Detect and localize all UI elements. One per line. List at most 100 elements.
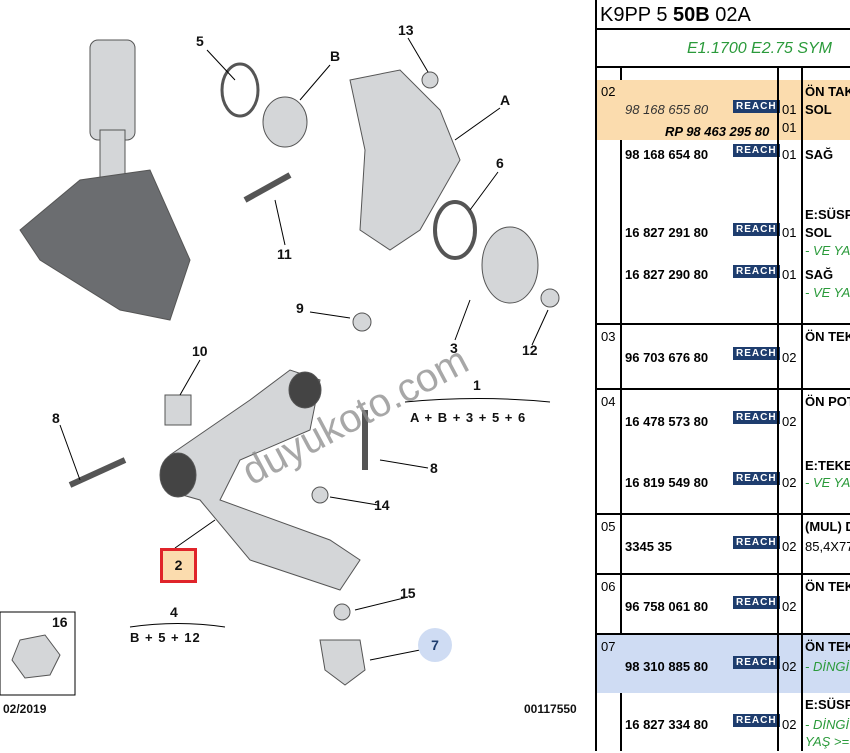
diagram-code: 00117550 — [524, 702, 577, 716]
qty: 02 — [782, 659, 797, 674]
description: SAĞ — [805, 147, 834, 162]
bushing-front — [159, 452, 197, 498]
title-suffix: 02A — [709, 4, 751, 26]
part-number[interactable]: RP 98 463 295 80 — [665, 124, 770, 139]
column-divider — [801, 68, 803, 751]
part-number[interactable]: 16 819 549 80 — [625, 475, 709, 490]
steering-knuckle — [349, 69, 461, 251]
callout-6: 6 — [496, 155, 504, 171]
title-group: 50B — [673, 4, 710, 26]
part-number[interactable]: 98 168 654 80 — [625, 147, 709, 162]
bolt-11 — [243, 172, 292, 203]
description: SOL — [805, 225, 832, 240]
reach-badge: REACH — [733, 536, 780, 549]
qty: 01 — [782, 120, 797, 135]
nut-15 — [333, 603, 351, 621]
qty: 01 — [782, 102, 797, 117]
table-row[interactable]: 05 3345 35 REACH 02 (MUL) D 85,4X77 — [597, 515, 850, 575]
nut-16 — [11, 634, 61, 679]
part-number[interactable]: 96 758 061 80 — [625, 599, 709, 614]
ref: 04 — [601, 394, 616, 409]
callout-1: 1 — [473, 377, 481, 393]
ref: 02 — [601, 84, 616, 99]
part-number[interactable]: 3345 35 — [625, 539, 672, 554]
bracket-10 — [164, 394, 192, 426]
callout-a: A — [500, 92, 511, 108]
seal-ring — [433, 200, 477, 260]
table-row-selected[interactable]: 07 98 310 885 80 REACH 02 ÖN TEK - DİNGİ — [597, 635, 850, 693]
ball-joint — [319, 639, 366, 686]
table-row[interactable]: 04 16 478 573 80 REACH 02 ÖN POT E:TEKE … — [597, 390, 850, 515]
description: ÖN POT — [805, 394, 850, 409]
table-row[interactable]: 06 96 758 061 80 REACH 02 ÖN TEK — [597, 575, 850, 635]
qty: 02 — [782, 599, 797, 614]
nut-12 — [540, 288, 560, 308]
qty: 02 — [782, 475, 797, 490]
note: - VE YA — [805, 285, 850, 300]
callout-2-selected[interactable]: 2 — [160, 548, 197, 583]
description: ÖN TEK — [805, 329, 850, 344]
reach-badge: REACH — [733, 347, 780, 360]
reach-badge: REACH — [733, 411, 780, 424]
part-number[interactable]: 98 168 655 80 — [625, 102, 709, 117]
bolt-8-left — [68, 457, 127, 488]
qty: 02 — [782, 717, 797, 732]
callout-13: 13 — [398, 22, 414, 38]
table-row[interactable]: E:SÜSP 16 827 334 80 REACH 02 - DİNGİ YA… — [597, 693, 850, 753]
callout-15: 15 — [400, 585, 416, 601]
note: - DİNGİ — [805, 717, 850, 732]
diagram-date: 02/2019 — [3, 702, 47, 716]
description: ÖN TEK — [805, 639, 850, 654]
column-divider — [620, 68, 622, 751]
nut-9 — [352, 312, 372, 332]
ref: 06 — [601, 579, 616, 594]
bushing-rear — [288, 371, 322, 409]
reach-badge: REACH — [733, 714, 780, 727]
callout-16: 16 — [52, 614, 68, 630]
diagram-drawing — [0, 37, 560, 696]
part-number[interactable]: 16 478 573 80 — [625, 414, 709, 429]
wheel-hub — [481, 226, 539, 304]
note: YAŞ >= — [805, 734, 850, 749]
callout-11: 11 — [277, 246, 292, 262]
part-number[interactable]: 16 827 290 80 — [625, 267, 709, 282]
formula-1: A + B + 3 + 5 + 6 — [410, 410, 527, 425]
callout-10: 10 — [192, 343, 208, 359]
description: (MUL) D — [805, 519, 850, 534]
reach-badge: REACH — [733, 472, 780, 485]
callout-8-left: 8 — [52, 410, 60, 426]
description: E:SÜSP — [805, 207, 850, 222]
description: E:SÜSP — [805, 697, 850, 712]
description: SOL — [805, 102, 832, 117]
qty: 01 — [782, 225, 797, 240]
table-row[interactable]: 02 98 168 655 80 REACH 01 ÖN TAK SOL RP … — [597, 80, 850, 325]
note: - DİNGİ — [805, 659, 850, 674]
table-row[interactable]: 03 96 703 676 80 REACH 02 ÖN TEK — [597, 325, 850, 390]
callout-b: B — [330, 48, 341, 64]
reach-badge: REACH — [733, 144, 780, 157]
reach-badge: REACH — [733, 596, 780, 609]
parts-table: K9PP 5 50B 02A E1.1700 E2.75 SYM 02 98 1… — [595, 0, 850, 751]
callout-12: 12 — [522, 342, 538, 358]
description: E:TEKE — [805, 458, 850, 473]
part-number[interactable]: 98 310 885 80 — [625, 659, 709, 674]
qty: 02 — [782, 539, 797, 554]
title-prefix: K9PP 5 — [600, 4, 674, 26]
reach-badge: REACH — [733, 265, 780, 278]
callout-7[interactable]: 7 — [418, 628, 452, 662]
qty: 02 — [782, 350, 797, 365]
parts-diagram: 5 B 13 A 6 11 9 10 1 A + B + 3 + 5 + 6 8… — [0, 22, 577, 716]
wheel-bearing — [262, 96, 308, 148]
part-number[interactable]: 16 827 291 80 — [625, 225, 709, 240]
row-highlight — [597, 80, 850, 140]
qty: 02 — [782, 414, 797, 429]
ref: 07 — [601, 639, 616, 654]
subframe-assembly — [19, 169, 191, 321]
part-number[interactable]: 96 703 676 80 — [625, 350, 709, 365]
part-number[interactable]: 16 827 334 80 — [625, 717, 709, 732]
qty: 01 — [782, 267, 797, 282]
formula-4: B + 5 + 12 — [130, 630, 201, 645]
reach-badge: REACH — [733, 100, 780, 113]
callout-9: 9 — [296, 300, 304, 316]
callout-8-right: 8 — [430, 460, 438, 476]
